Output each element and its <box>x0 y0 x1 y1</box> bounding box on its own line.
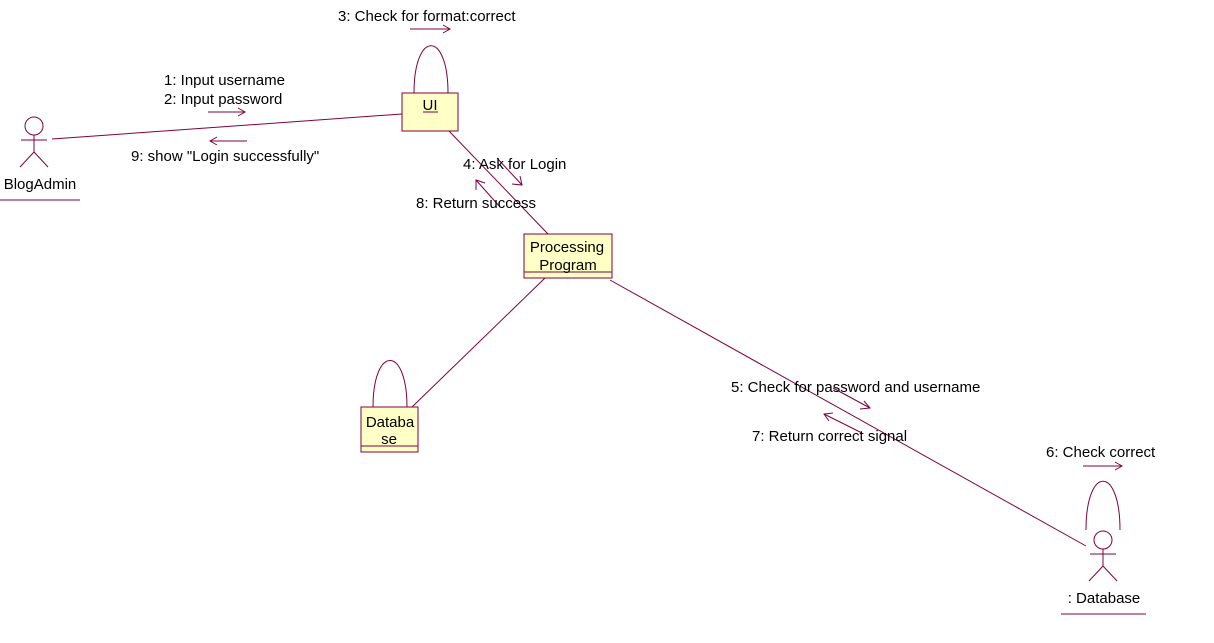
actor-blogadmin-label: BlogAdmin <box>4 176 77 193</box>
actor-database[interactable]: : Database <box>1061 530 1146 615</box>
message-arrow-4 <box>496 157 523 186</box>
message-5-label: 5: Check for password and username <box>731 379 980 396</box>
self-loop-database-object <box>372 360 408 408</box>
self-loop-database-actor <box>1085 481 1121 531</box>
object-ui-label: UI <box>423 97 438 114</box>
message-arrow-6 <box>1083 461 1124 471</box>
object-database[interactable]: Databa se <box>360 406 419 453</box>
actor-head <box>1093 530 1113 550</box>
message-arrow-5 <box>832 387 872 410</box>
link-blogadmin-ui <box>51 113 403 140</box>
message-8-label: 8: Return success <box>416 195 536 212</box>
message-arrow-3 <box>410 24 452 34</box>
message-6-label: 6: Check correct <box>1046 444 1156 461</box>
message-1-label: 1: Input username <box>164 72 285 89</box>
actor-blogadmin[interactable]: BlogAdmin <box>0 116 80 201</box>
message-9-label: 9: show "Login successfully" <box>131 148 319 165</box>
actor-leg-left <box>19 151 35 168</box>
object-database-label-line1: Databa <box>366 414 415 431</box>
message-arrow-1-2 <box>208 107 247 117</box>
actor-database-label: : Database <box>1068 590 1141 607</box>
object-database-box <box>360 406 419 453</box>
object-processing-box <box>523 233 613 279</box>
object-processing-program[interactable]: Processing Program <box>523 233 613 279</box>
object-processing-label-line1: Processing <box>530 239 604 256</box>
object-ui[interactable]: UI <box>401 92 459 132</box>
object-processing-label-line2: Program <box>539 257 597 274</box>
link-processing-database-object <box>411 277 546 408</box>
actor-leg-right <box>33 151 49 168</box>
link-processing-database-actor <box>609 279 1087 547</box>
message-4-label: 4: Ask for Login <box>463 156 566 173</box>
message-3-label: 3: Check for format:correct <box>338 8 516 25</box>
message-arrow-8 <box>475 179 501 208</box>
object-ui-box <box>401 92 459 132</box>
message-2-label: 2: Input password <box>164 91 282 108</box>
actor-head <box>24 116 44 136</box>
link-ui-processing <box>448 130 549 235</box>
message-7-label: 7: Return correct signal <box>752 428 907 445</box>
actor-leg-right <box>1102 565 1118 582</box>
actor-leg-left <box>1088 565 1104 582</box>
message-arrow-7 <box>823 412 863 434</box>
self-loop-ui <box>413 45 449 94</box>
message-arrow-9 <box>208 136 247 146</box>
object-database-label-line2: se <box>381 431 397 448</box>
